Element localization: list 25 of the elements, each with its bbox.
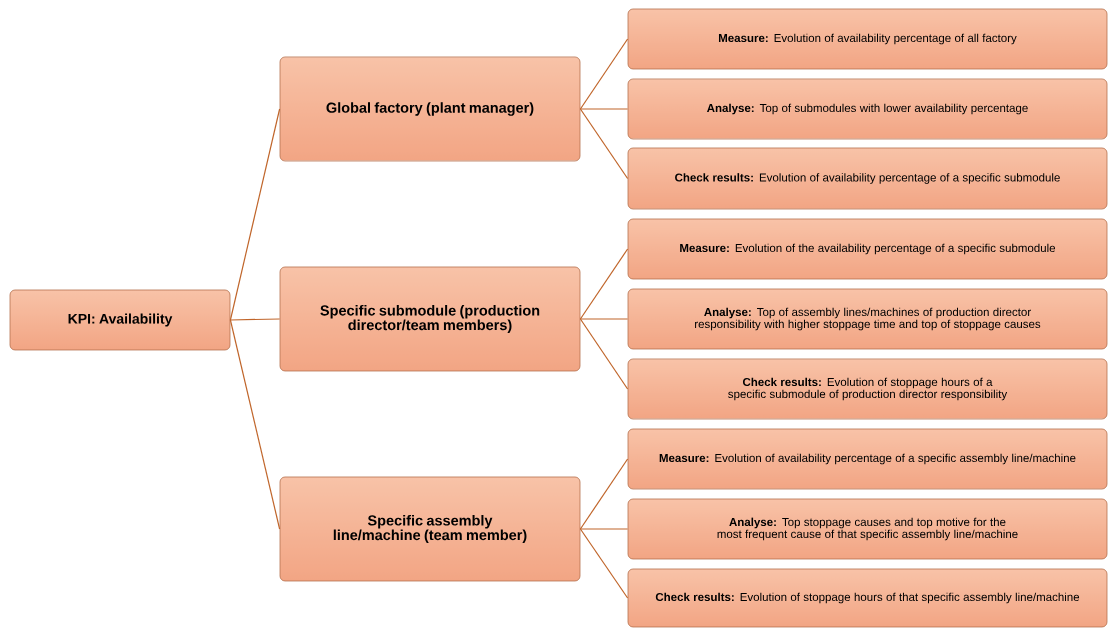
detail-box: Measure: Evolution of availability percentage of all factory xyxy=(627,8,1108,70)
connector-line xyxy=(229,108,281,321)
connector-line xyxy=(579,458,629,530)
level-box: Specific submodule (production director/team members) xyxy=(279,266,581,372)
detail-box: Check results: Evolution of availability percentage of a specific submodule xyxy=(627,147,1108,210)
root-box: KPI: Availability xyxy=(9,289,231,351)
detail-box: Analyse: Top of submodules with lower availability percentage xyxy=(627,78,1108,140)
connector-line xyxy=(579,38,629,110)
connector-line xyxy=(579,108,629,180)
connector-line xyxy=(579,318,629,390)
detail-box: Check results: Evolution of stoppage hours of a specific submodule of production director responsibility xyxy=(627,358,1108,420)
detail-box: Measure: Evolution of the availability percentage of a specific submodule xyxy=(627,218,1108,280)
connector-line xyxy=(579,108,629,110)
connector-line xyxy=(229,319,281,530)
detail-box: Analyse: Top of assembly lines/machines of production director responsibility with higher stoppage time and top of stoppage causes xyxy=(627,288,1108,350)
level-box: Global factory (plant manager) xyxy=(279,56,581,162)
connector-line xyxy=(579,248,629,320)
connector-line xyxy=(579,528,629,599)
detail-box: Analyse: Top stoppage causes and top motive for the most frequent cause of that specific assembly line/machine xyxy=(627,498,1108,560)
connector-line xyxy=(579,318,629,320)
connector-line xyxy=(229,318,281,321)
detail-box: Check results: Evolution of stoppage hours of that specific assembly line/machine xyxy=(627,568,1108,628)
connector-line xyxy=(579,528,629,530)
level-box: Specific assembly line/machine (team member) xyxy=(279,476,581,582)
detail-box: Measure: Evolution of availability percentage of a specific assembly line/machine xyxy=(627,428,1108,490)
